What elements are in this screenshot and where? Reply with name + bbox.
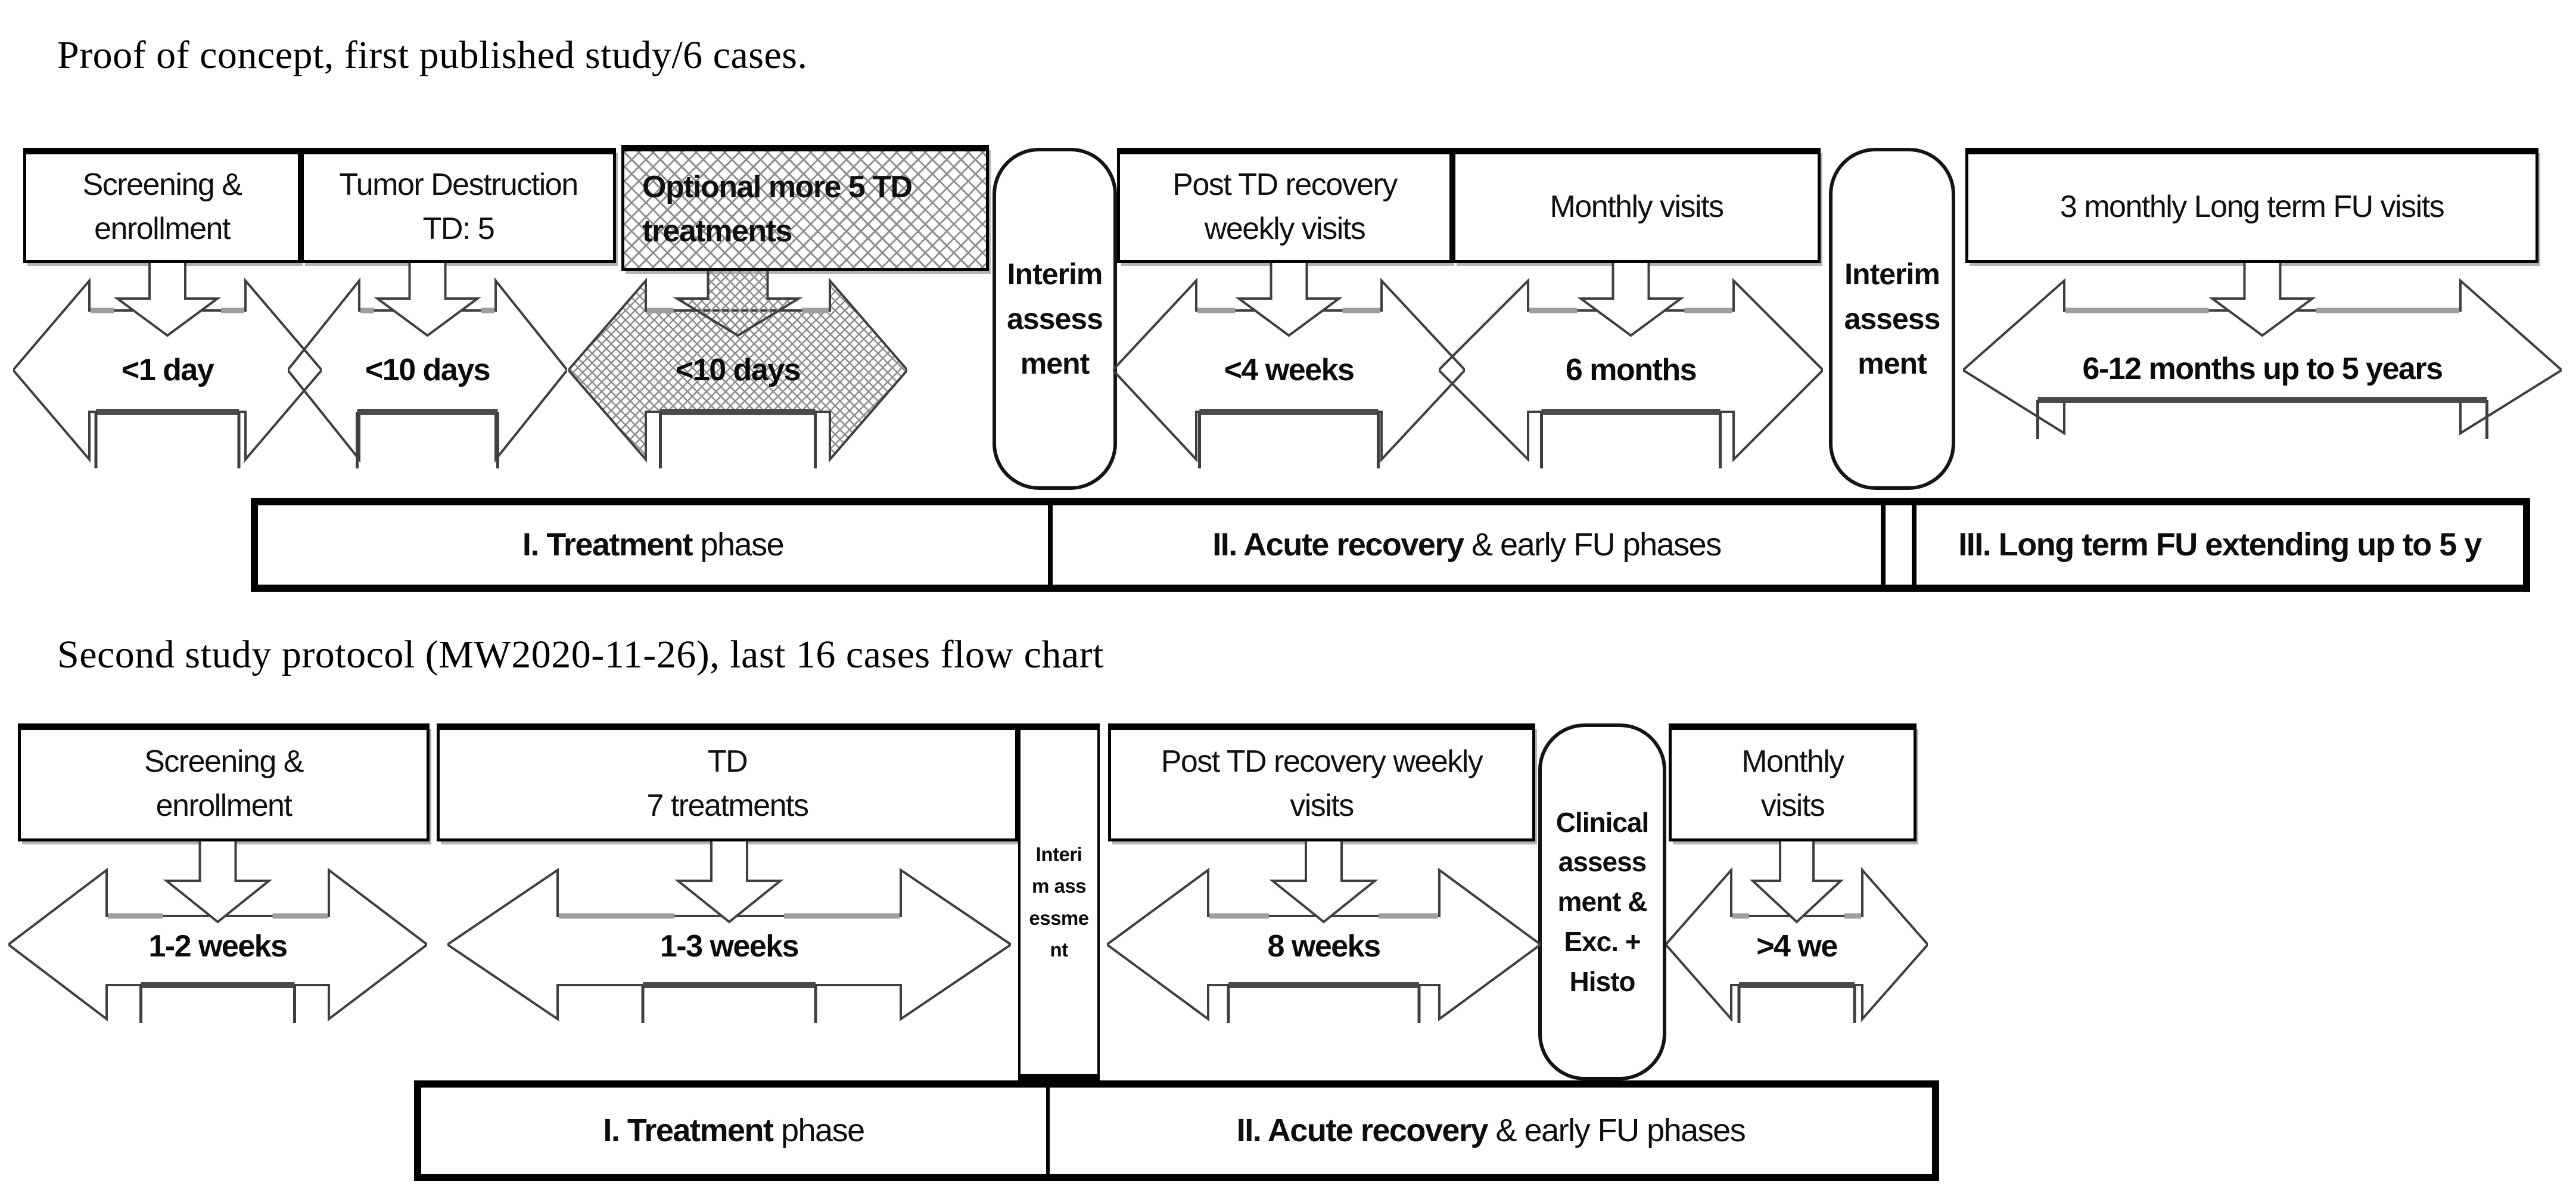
pill-text: Interim assessment <box>1029 843 1089 961</box>
arrow-1-day: <1 day <box>13 263 322 471</box>
box-text-line: Monthly visits <box>1550 189 1724 224</box>
box-text-line: Tumor Destruction <box>339 167 578 202</box>
arrow-label: 6-12 months up to 5 years <box>2082 352 2443 386</box>
phase-rest: phase <box>773 1113 865 1149</box>
arrow-label: <10 days <box>675 353 801 387</box>
phase-cell-interim-gap <box>1886 505 1917 585</box>
box-text-line: enrollment <box>94 211 231 246</box>
phase-rest: phase <box>692 527 784 563</box>
phase-cell-treatment-1: I. Treatment phase <box>258 505 1053 585</box>
phase-bold: III. Long term FU extending up to 5 y <box>1958 527 2482 563</box>
phase-bold: II. Acute recovery <box>1212 527 1464 563</box>
box-text-line: weekly visits <box>1204 211 1366 246</box>
box-post-td-recovery-2: Post TD recovery weekly visits <box>1108 723 1535 841</box>
arrow-10-days-optional: <10 days <box>568 263 907 471</box>
chart1-title: Proof of concept, first published study/… <box>57 33 808 77</box>
box-monthly-visits-2: Monthly visits <box>1669 723 1917 841</box>
box-text-line: Post TD recovery <box>1172 167 1398 202</box>
arrow-label: <4 weeks <box>1224 353 1355 387</box>
arrow-label: <10 days <box>365 353 491 387</box>
box-text-line: visits <box>1290 788 1354 823</box>
box-text-line: visits <box>1760 788 1825 823</box>
box-post-td-recovery-1: Post TD recovery weekly visits <box>1117 148 1452 263</box>
interim-assessment-pill-1: Interim assessment <box>993 148 1117 490</box>
phase-cell-acute-recovery-2: II. Acute recovery & early FU phases <box>1050 1088 1932 1174</box>
arrow-4-weeks-plus: >4 we <box>1666 841 1928 1026</box>
arrow-label: 8 weeks <box>1267 929 1382 964</box>
arrow-1-3-weeks: 1-3 weeks <box>447 841 1011 1026</box>
box-text-line: 3 monthly Long term FU visits <box>2059 189 2445 224</box>
phase-bar-1: I. Treatment phase II. Acute recovery & … <box>251 498 2530 592</box>
phase-rest: & early FU phases <box>1488 1113 1746 1149</box>
phase-bold: II. Acute recovery <box>1236 1113 1489 1149</box>
phase-bold: I. Treatment <box>603 1113 774 1149</box>
arrow-8-weeks: 8 weeks <box>1107 841 1541 1026</box>
box-monthly-visits-1: Monthly visits <box>1452 148 1821 263</box>
box-text-line: 7 treatments <box>646 788 809 823</box>
arrow-10-days: <10 days <box>288 263 567 471</box>
arrow-label: <1 day <box>121 353 214 387</box>
box-text-line: TD <box>707 744 748 779</box>
box-td-7-treatments: TD 7 treatments <box>437 723 1018 841</box>
phase-rest: & early FU phases <box>1463 527 1722 563</box>
box-long-term-fu-visits: 3 monthly Long term FU visits <box>1965 148 2538 263</box>
box-text-line: Screening & <box>82 167 242 202</box>
phase-cell-acute-recovery-1: II. Acute recovery & early FU phases <box>1053 505 1886 585</box>
box-screening-enrollment-2: Screening & enrollment <box>18 723 430 841</box>
arrow-4-weeks: <4 weeks <box>1113 263 1465 471</box>
arrow-6-12-months: 6-12 months up to 5 years <box>1963 263 2562 471</box>
interim-assessment-box-2: Interim assessment <box>1018 723 1100 1080</box>
arrow-label: 1-3 weeks <box>659 929 799 964</box>
interim-assessment-pill-2: Interim assessment <box>1829 148 1955 490</box>
chart2-title: Second study protocol (MW2020-11-26), la… <box>57 633 1104 676</box>
phase-cell-treatment-2: I. Treatment phase <box>421 1088 1050 1174</box>
clinical-assessment-pill: Clinical assessment &Exc. + Histo <box>1538 723 1666 1080</box>
arrow-6-months: 6 months <box>1439 263 1823 471</box>
phase-cell-long-term-fu: III. Long term FU extending up to 5 y <box>1917 505 2523 585</box>
pill-text: Clinical assessment &Exc. + Histo <box>1555 806 1650 997</box>
box-text-line: TD: 5 <box>422 211 495 246</box>
box-text-line: enrollment <box>155 788 293 823</box>
arrow-label: >4 we <box>1756 929 1838 964</box>
box-text-line: treatments <box>642 214 792 249</box>
box-text-line: Screening & <box>144 744 304 779</box>
box-tumor-destruction: Tumor Destruction TD: 5 <box>301 148 616 263</box>
arrow-1-2-weeks: 1-2 weeks <box>8 841 427 1026</box>
arrow-label: 6 months <box>1565 353 1697 387</box>
pill-text: Interim assessment <box>1007 257 1103 380</box>
box-optional-td-treatments: Optional more 5 TD treatments <box>621 145 989 271</box>
pill-text: Interim assessment <box>1844 257 1941 380</box>
box-text-line: Optional more 5 TD <box>642 170 913 205</box>
phase-bold: I. Treatment <box>522 527 693 563</box>
box-text-line: Monthly <box>1741 744 1844 779</box>
arrow-label: 1-2 weeks <box>148 929 288 964</box>
box-text-line: Post TD recovery weekly <box>1161 744 1483 779</box>
box-screening-enrollment-1: Screening & enrollment <box>23 148 301 263</box>
phase-bar-2: I. Treatment phase II. Acute recovery & … <box>414 1080 1939 1181</box>
